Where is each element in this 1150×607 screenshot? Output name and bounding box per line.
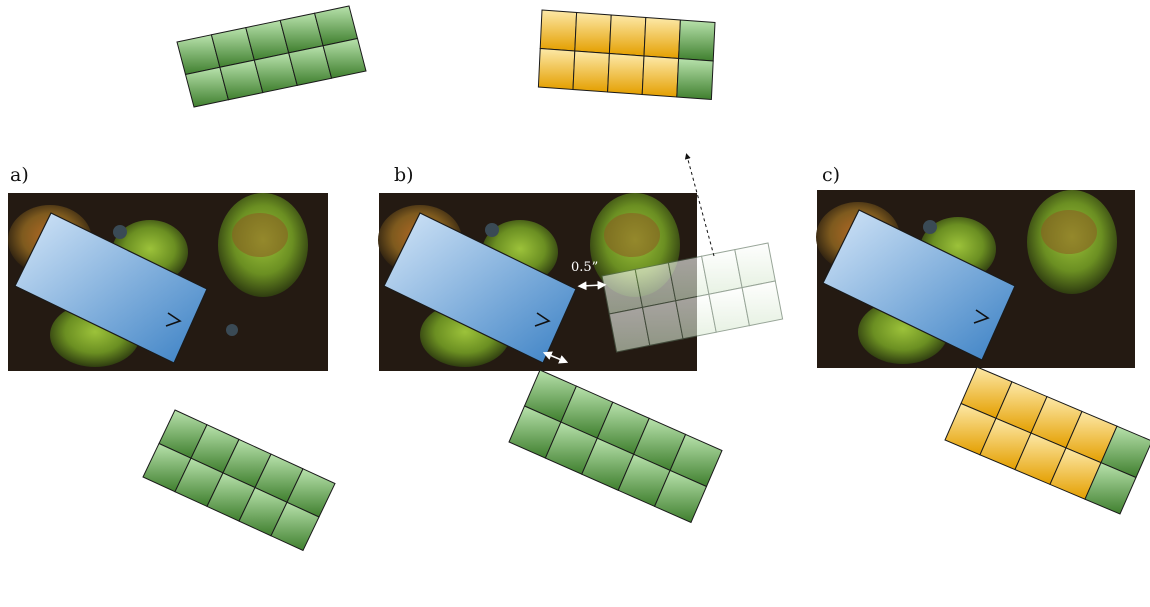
module-array-top-b bbox=[537, 9, 716, 101]
panel-label-a: a) bbox=[10, 164, 29, 186]
solar-module bbox=[608, 14, 647, 57]
gap-label: 0.5” bbox=[571, 260, 598, 275]
arrow-right-icon bbox=[165, 312, 182, 327]
module-arrays bbox=[142, 5, 1150, 552]
gap-dimension: 0.5” bbox=[542, 260, 607, 364]
dimension-arrow-icon bbox=[577, 280, 607, 291]
panel-label-b: b) bbox=[394, 164, 414, 186]
solar-module bbox=[572, 50, 610, 93]
solar-module bbox=[653, 469, 708, 524]
solar-module bbox=[537, 47, 576, 91]
solar-module bbox=[322, 37, 367, 79]
solar-module bbox=[741, 280, 784, 327]
module-array-bottom-b bbox=[508, 369, 723, 524]
panel-label-c: c) bbox=[822, 164, 840, 186]
arrow-right-icon bbox=[534, 312, 551, 327]
solar-module bbox=[574, 11, 612, 55]
dimension-arrow-icon bbox=[542, 351, 569, 364]
solar-module bbox=[539, 9, 578, 52]
obstacle-c bbox=[822, 209, 1016, 361]
solar-module bbox=[641, 55, 680, 98]
module-array-bottom-c bbox=[944, 366, 1150, 515]
solar-module bbox=[270, 501, 320, 552]
arrow-right-icon bbox=[973, 309, 990, 324]
solar-module bbox=[607, 52, 645, 96]
solar-module bbox=[676, 57, 714, 101]
solar-module bbox=[734, 242, 776, 289]
solar-module bbox=[643, 16, 681, 60]
solar-module bbox=[678, 19, 716, 62]
solar-module bbox=[1084, 462, 1137, 515]
module-array-bottom-a bbox=[142, 409, 336, 552]
obstacle-a bbox=[14, 212, 208, 364]
module-array-ghost-b bbox=[601, 242, 784, 353]
module-array-top-a bbox=[176, 5, 367, 108]
dashed-pointer-arrow-icon bbox=[684, 153, 715, 257]
